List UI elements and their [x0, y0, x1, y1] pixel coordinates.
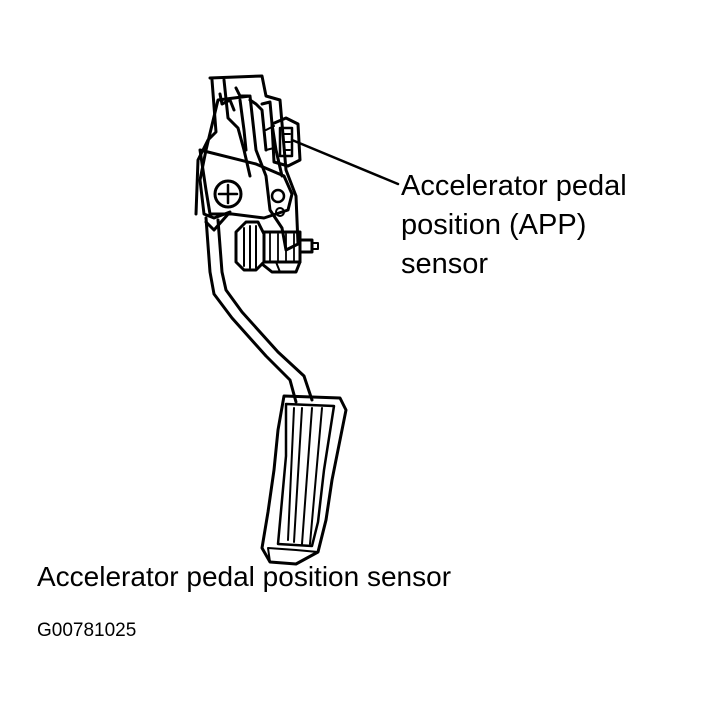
callout-line-2: position (APP) — [401, 209, 587, 241]
app-sensor-label: Accelerator pedal position (APP) sensor — [401, 167, 627, 284]
app-sensor — [265, 116, 302, 168]
callout-line-3: sensor — [401, 248, 489, 280]
callout-leader-line — [290, 138, 400, 186]
mounting-bracket — [194, 74, 300, 252]
pivot-plate — [198, 148, 294, 220]
figure-id: G00781025 — [37, 620, 137, 641]
pedal-pad — [260, 394, 348, 566]
callout-line-1: Accelerator pedal — [401, 170, 627, 202]
return-spring-assembly — [234, 220, 319, 274]
pedal-arm — [204, 216, 314, 404]
figure-caption: Accelerator pedal position sensor — [37, 561, 452, 592]
